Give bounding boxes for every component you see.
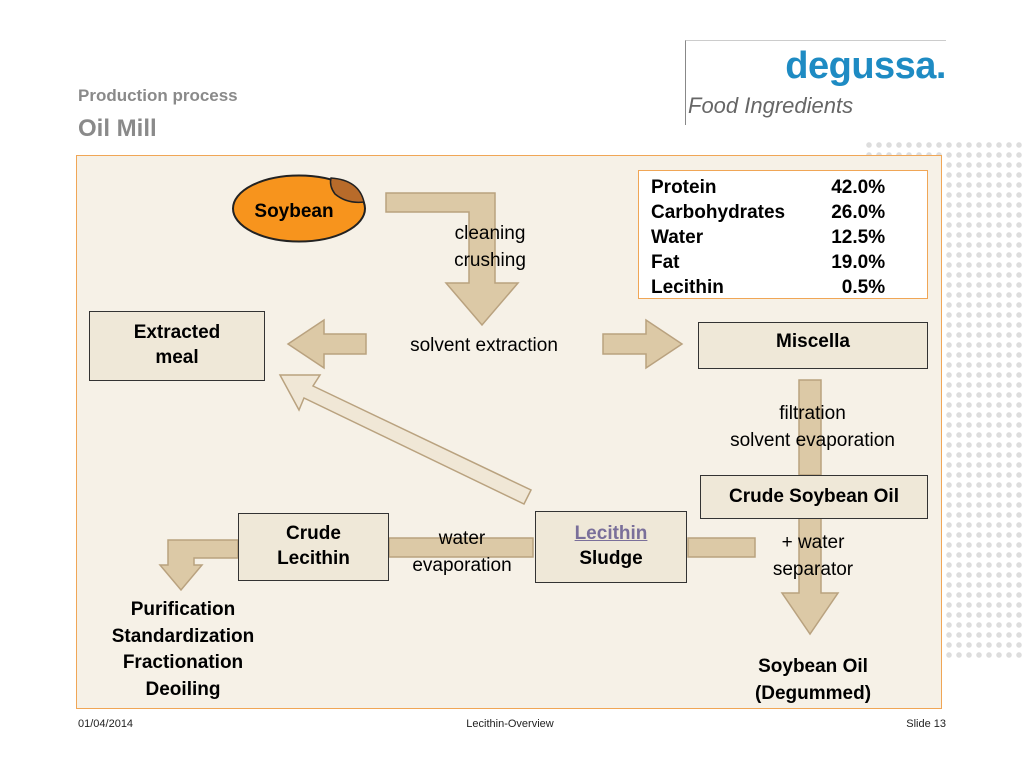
crude-lecithin-box: Crude Lecithin [238, 513, 389, 581]
crude-soybean-oil-label: Crude Soybean Oil [729, 485, 899, 507]
table-row: Fat 19.0% [651, 250, 885, 275]
slide-subtitle: Production process [78, 86, 238, 105]
filtration-evaporation-label: filtration solvent evaporation [700, 401, 925, 454]
arrow-crude-lecithin-to-purification [158, 539, 239, 592]
list-item: Purification [130, 599, 236, 620]
component-value: 26.0% [831, 202, 886, 223]
plus-water-label: + water [781, 532, 845, 553]
component-value: 12.5% [831, 227, 886, 248]
table-row: Carbohydrates 26.0% [651, 200, 885, 225]
arrow-crude-oil-to-degummed [780, 517, 840, 636]
water-separator-label: + water separator [748, 530, 878, 583]
solvent-extraction-label: solvent extraction [410, 335, 558, 356]
lecithin-link[interactable]: Lecithin [574, 523, 648, 545]
solvent-evaporation-label: solvent evaporation [730, 429, 895, 451]
company-logo: degussa. Food Ingredients [685, 40, 946, 125]
soybean-node: Soybean [231, 174, 367, 243]
filtration-label: filtration [779, 403, 846, 424]
soybean-label: Soybean [254, 201, 334, 222]
soybean-oil-label: Soybean Oil [758, 656, 868, 677]
list-item: Fractionation [122, 652, 244, 674]
purification-steps-list: Purification Standardization Fractionati… [88, 597, 278, 703]
component-value: 42.0% [831, 177, 886, 198]
extracted-meal-box: Extracted meal [89, 311, 265, 381]
footer-deck-name: Lecithin-Overview [466, 718, 554, 730]
miscella-label: Miscella [776, 331, 850, 352]
soybean-oil-degummed-label: Soybean Oil (Degummed) [728, 654, 898, 707]
table-row: Protein 42.0% [651, 175, 885, 200]
cleaning-label: cleaning [454, 223, 526, 244]
component-name: Fat [651, 252, 680, 273]
extracted-meal-label: Extracted meal [133, 322, 221, 368]
component-name: Carbohydrates [651, 202, 786, 223]
footer-slide-number: Slide 13 [906, 718, 946, 730]
crude-lecithin-label: Crude Lecithin [277, 523, 350, 569]
table-row: Water 12.5% [651, 225, 885, 250]
logo-brand: degussa. [785, 45, 946, 87]
degummed-label: (Degummed) [754, 682, 872, 704]
footer-date: 01/04/2014 [78, 718, 134, 730]
cleaning-crushing-label: cleaning crushing [430, 221, 550, 274]
sludge-label: Sludge [579, 548, 643, 569]
crude-soybean-oil-box: Crude Soybean Oil [700, 475, 928, 519]
arrow-sludge-to-separator [687, 537, 756, 558]
logo-division: Food Ingredients [688, 93, 854, 118]
miscella-box: Miscella [698, 322, 928, 369]
arrow-soybean-to-extraction [385, 192, 520, 327]
arrow-to-miscella [602, 318, 684, 370]
soybean-composition-table: Protein 42.0% Carbohydrates 26.0% Water … [638, 170, 928, 299]
separator-label: separator [772, 558, 854, 580]
water-label: water [438, 528, 486, 549]
component-value: 0.5% [841, 277, 886, 298]
arrow-sludge-to-crude-lecithin [388, 537, 534, 558]
arrow-to-extracted-meal [286, 318, 367, 370]
lecithin-sludge-box: Lecithin Sludge [535, 511, 687, 583]
component-name: Lecithin [651, 277, 724, 298]
crushing-label: crushing [454, 249, 526, 271]
list-item: Standardization [111, 625, 255, 647]
component-value: 19.0% [831, 252, 886, 273]
arrow-sludge-to-extracted-meal [278, 374, 533, 505]
table-row: Lecithin 0.5% [651, 275, 885, 300]
list-item: Deoiling [145, 678, 221, 700]
slide-title: Oil Mill [78, 115, 157, 142]
soybean-icon [232, 174, 366, 243]
evaporation-label: evaporation [412, 554, 512, 576]
component-name: Water [651, 227, 704, 248]
component-name: Protein [651, 177, 717, 198]
water-evaporation-label: water evaporation [396, 526, 528, 579]
